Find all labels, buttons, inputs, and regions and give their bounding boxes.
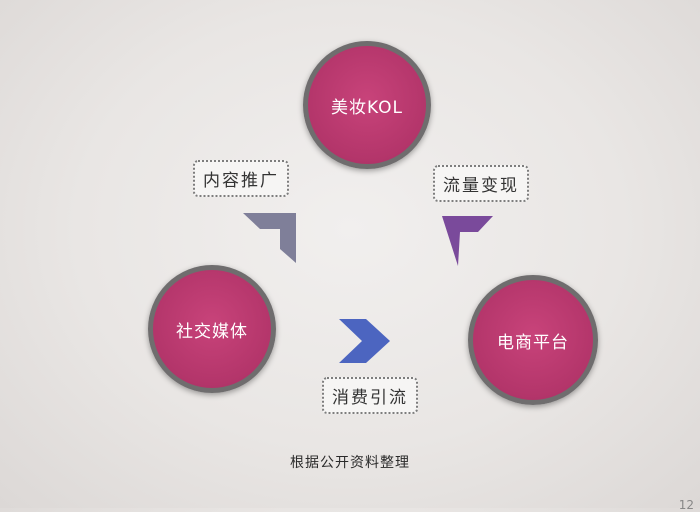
label-traffic-monetization: 流量变现 [433, 165, 529, 202]
label-content-promotion: 内容推广 [193, 160, 289, 197]
node-social-media-label: 社交媒体 [176, 321, 248, 342]
node-social-media: 社交媒体 [148, 265, 276, 393]
arrow-ecom-to-kol-icon [442, 216, 493, 266]
node-beauty-kol-label: 美妆KOL [330, 97, 404, 118]
arrow-social-to-kol-icon [243, 213, 296, 263]
label-consumer-traffic: 消费引流 [322, 377, 418, 414]
source-caption: 根据公开资料整理 [290, 455, 410, 471]
node-ecommerce-platform: 电商平台 [468, 275, 598, 405]
node-beauty-kol: 美妆KOL [303, 41, 431, 169]
node-ecommerce-platform-label: 电商平台 [497, 332, 569, 353]
page-number: 12 [678, 498, 694, 512]
arrow-social-to-ecom-icon [339, 319, 390, 363]
